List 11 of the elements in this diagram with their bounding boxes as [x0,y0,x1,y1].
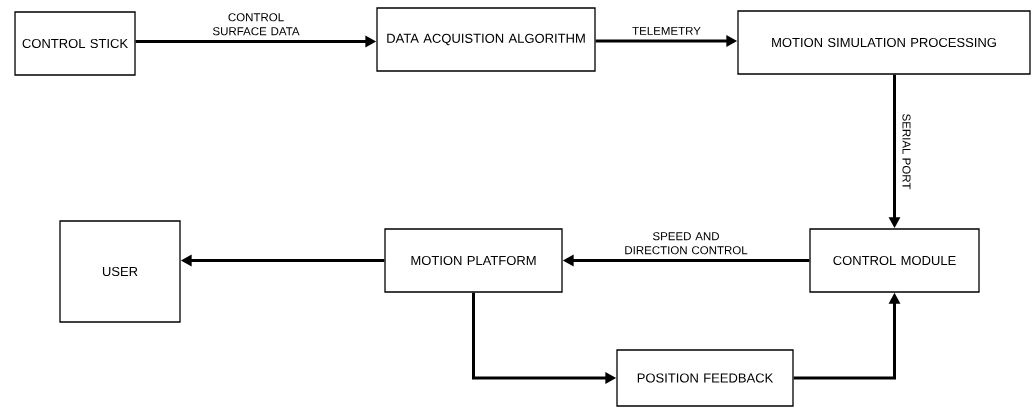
edge-label: SPEED AND DIRECTION CONTROL [625,232,748,255]
process-box: USER [59,220,181,323]
edge-label: SERIAL PORT [902,114,911,190]
process-box: CONTROL MODULE [809,228,980,293]
process-box: DATA ACQUISTION ALGORITHM [376,7,596,72]
process-box: MOTION PLATFORM [384,228,563,293]
process-box: MOTION SIMULATION PROCESSING [737,10,1031,75]
process-box: CONTROL STICK [14,11,136,76]
edge-label: TELEMETRY [632,26,701,35]
edge-label: CONTROL SURFACE DATA [212,13,300,36]
process-box: POSITION FEEDBACK [616,349,794,407]
